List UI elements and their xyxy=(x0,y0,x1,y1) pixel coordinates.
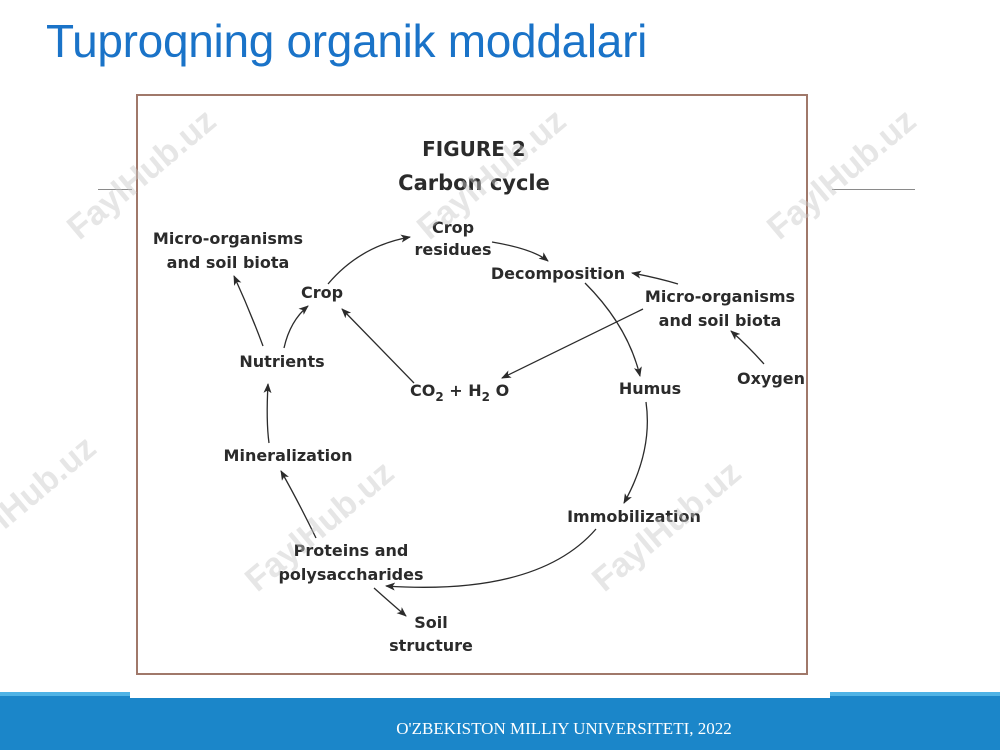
node-mineralization: Mineralization xyxy=(224,446,353,465)
arrow-micro-organisms-to-decomposition xyxy=(631,270,679,285)
node-humus: Humus xyxy=(619,379,681,398)
footer-text: O'ZBEKISTON MILLIY UNIVERSITETI, 2022 xyxy=(396,719,732,738)
node-micro-organisms-right-line1: Micro-organisms xyxy=(645,287,795,306)
node-micro-organisms-right-line2: and soil biota xyxy=(659,311,782,330)
arrow-decomposition-to-humus xyxy=(584,282,642,377)
figure-number: FIGURE 2 xyxy=(422,137,526,161)
divider-left xyxy=(98,189,132,190)
node-oxygen: Oxygen xyxy=(737,369,805,388)
arrow-nutrients-to-micro-organisms xyxy=(233,275,264,347)
arrow-proteins-to-soil-structure xyxy=(373,587,407,617)
figure-title: Carbon cycle xyxy=(398,171,550,195)
carbon-cycle-figure: FIGURE 2 Carbon cycle Crop residues Deco… xyxy=(136,94,808,675)
node-crop: Crop xyxy=(301,283,343,302)
arrow-co2-to-crop xyxy=(341,308,415,384)
node-micro-organisms-left-line1: Micro-organisms xyxy=(153,229,303,248)
node-crop-residues-line1: Crop xyxy=(432,218,474,237)
node-crop-residues-line2: residues xyxy=(415,240,492,259)
node-nutrients: Nutrients xyxy=(239,352,324,371)
arrow-residues-to-decomposition xyxy=(491,241,549,262)
node-soil-structure-line2: structure xyxy=(389,636,473,655)
arrow-nutrients-to-crop xyxy=(283,305,309,349)
carbon-cycle-diagram: FIGURE 2 Carbon cycle Crop residues Deco… xyxy=(153,137,805,655)
node-proteins-line2: polysaccharides xyxy=(278,565,423,584)
node-decomposition: Decomposition xyxy=(491,264,625,283)
arrow-humus-to-immobilization xyxy=(623,401,649,504)
arrow-crop-to-residues xyxy=(327,234,411,285)
watermark: FaylHub.uz xyxy=(0,428,104,575)
arrow-mineralization-to-nutrients xyxy=(263,383,272,444)
arrow-immobilization-to-proteins xyxy=(385,528,597,591)
divider-right xyxy=(832,189,915,190)
footer-white-strip xyxy=(130,692,830,698)
arrow-micro-organisms-to-co2 xyxy=(501,308,644,379)
footer-band xyxy=(0,692,1000,750)
node-micro-organisms-left-line2: and soil biota xyxy=(167,253,290,272)
node-soil-structure-line1: Soil xyxy=(414,613,447,632)
node-proteins-line1: Proteins and xyxy=(294,541,409,560)
arrow-proteins-to-mineralization xyxy=(280,470,317,539)
slide-title: Tuproqning organik moddalari xyxy=(46,15,648,67)
node-co2-h2o: CO2 + H2 O xyxy=(410,381,509,404)
node-immobilization: Immobilization xyxy=(567,507,701,526)
arrow-oxygen-to-micro-organisms xyxy=(730,330,765,365)
